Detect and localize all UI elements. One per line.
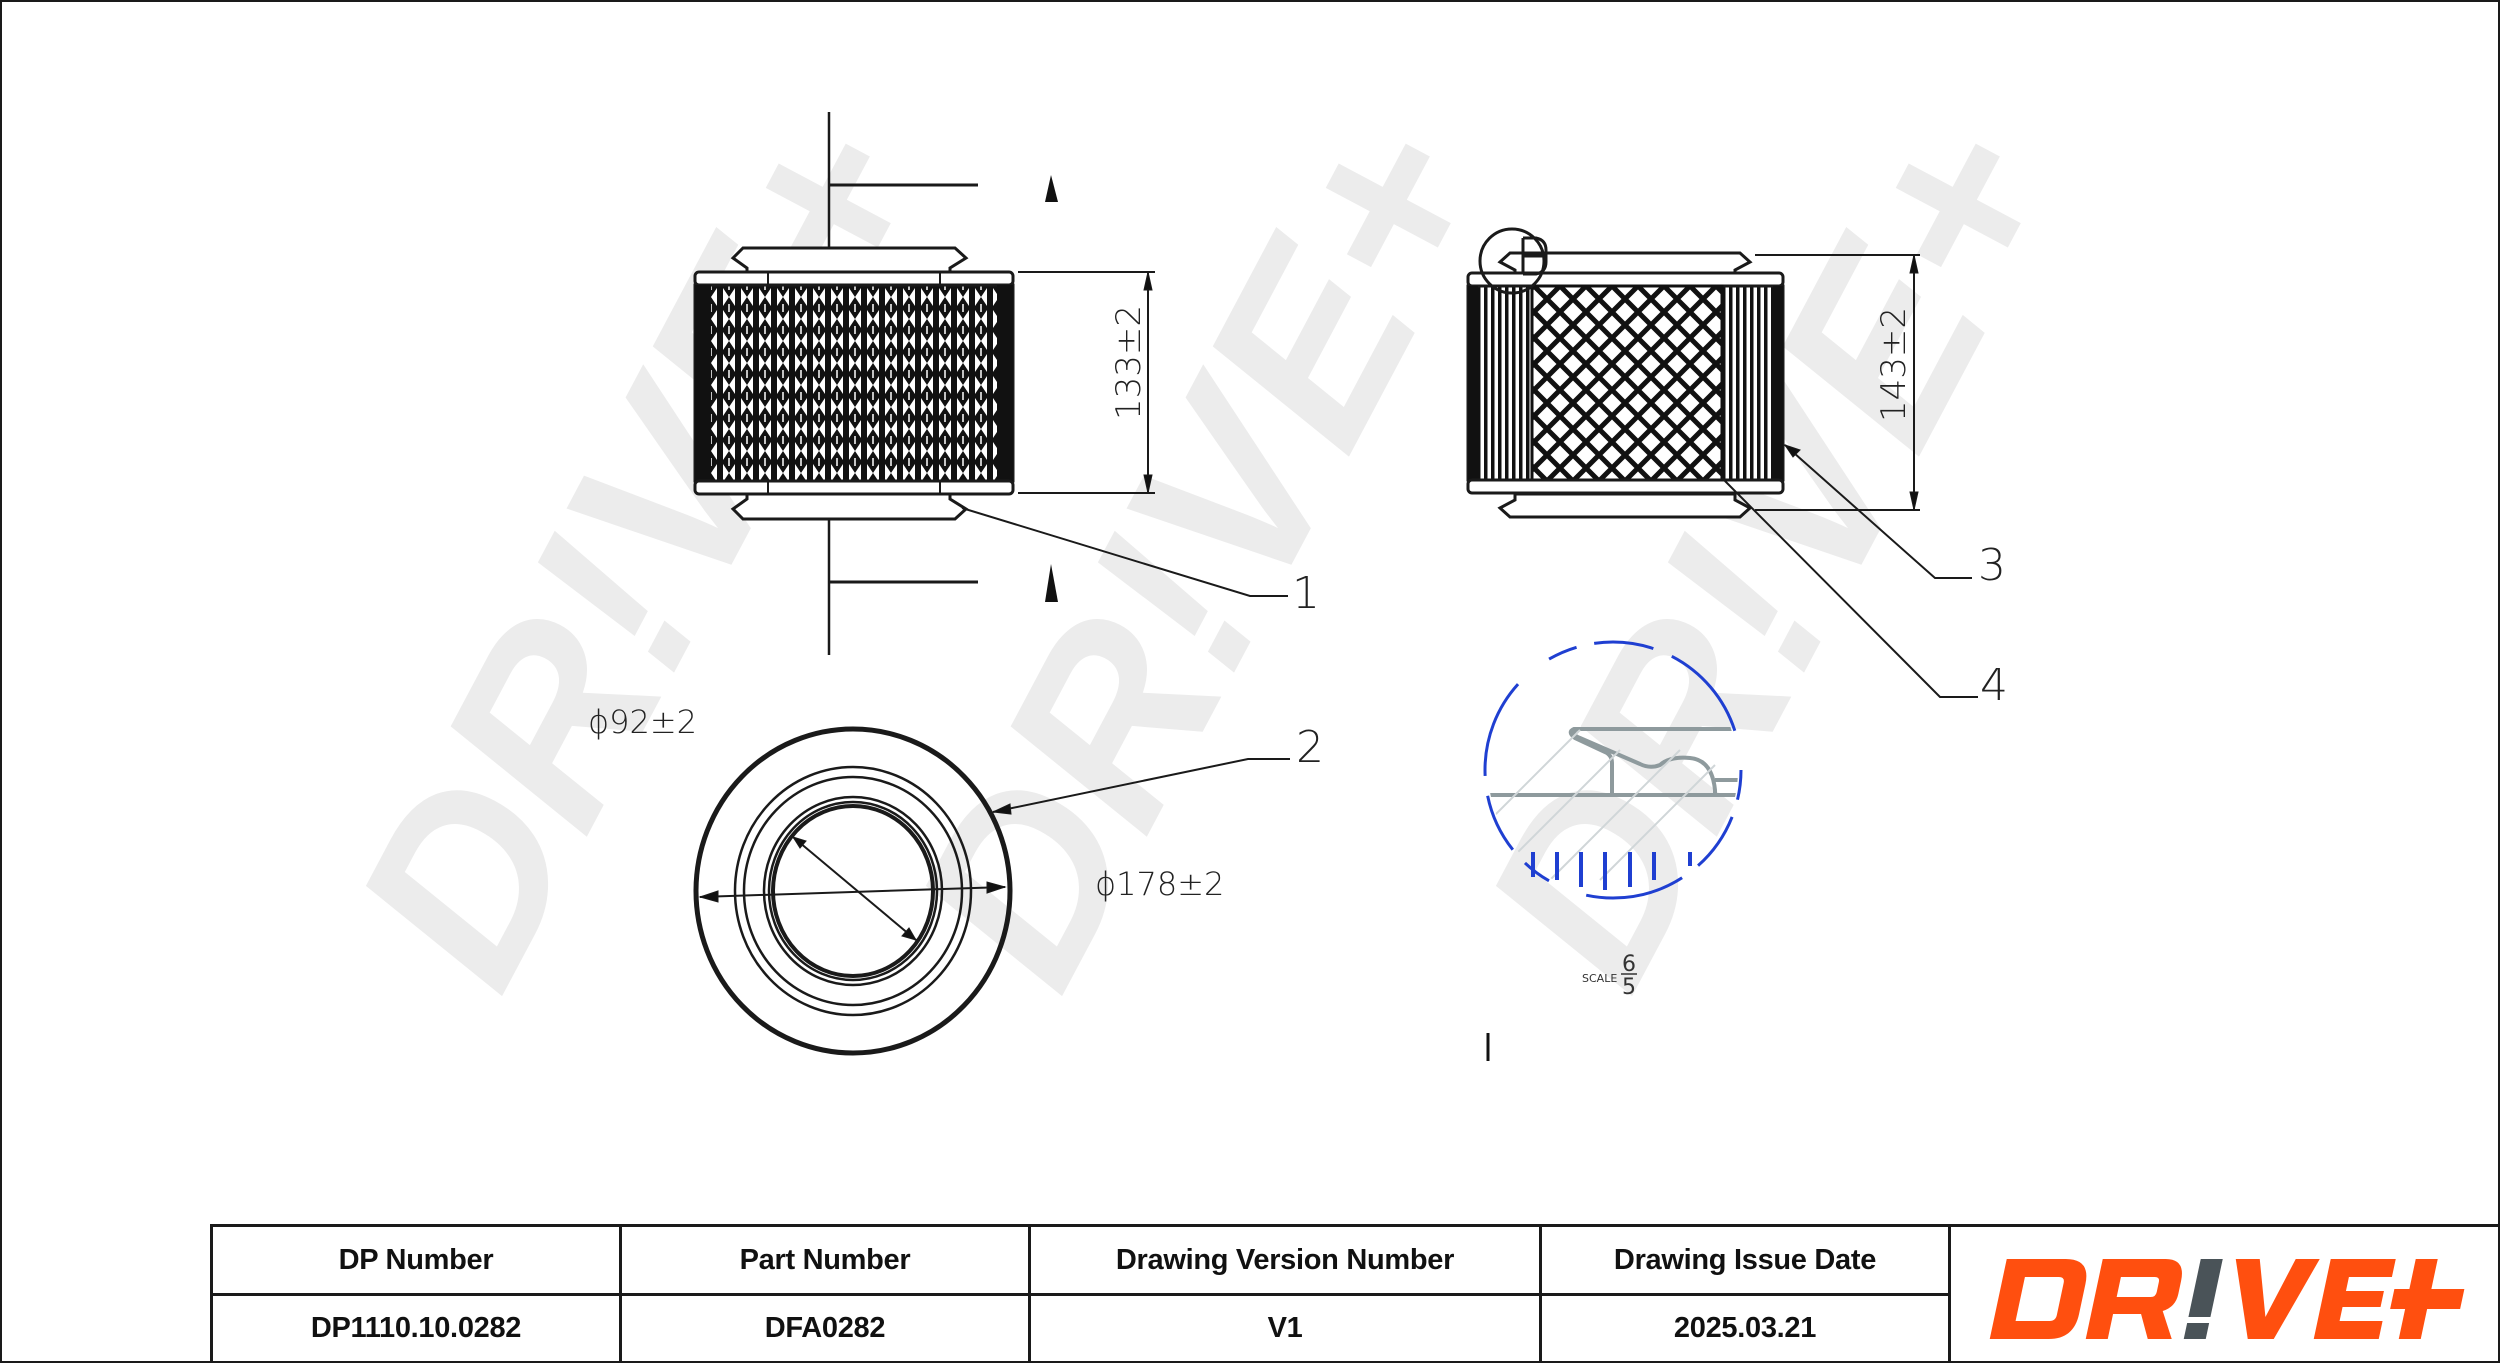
dimension-inner-diameter: ϕ92±2 [588, 703, 697, 741]
part-number-value: DFA0282 [764, 1312, 886, 1344]
callout-3: 3 [1978, 540, 2006, 591]
title-block-col-dp-number: DP Number DP1110.10.0282 [213, 1227, 622, 1361]
drawing-version-value: V1 [1267, 1312, 1303, 1344]
detail-b-view [1483, 640, 1743, 900]
drawing-issue-date-value: 2025.03.21 [1673, 1312, 1817, 1344]
callout-1: 1 [1292, 568, 1320, 619]
inner-bore [771, 804, 935, 978]
outer-ring [693, 726, 1013, 1056]
part-number-header: Part Number [622, 1227, 1028, 1296]
bottom-end-cap [693, 479, 1015, 496]
scale-numerator: 6 [1622, 952, 1636, 977]
top-end-cap [693, 270, 1015, 287]
drawing-version-header: Drawing Version Number [1031, 1227, 1539, 1296]
section-arrow-top-icon [1045, 175, 1058, 202]
left-elevation-view [693, 112, 1288, 655]
section-arrow-bottom-icon [1045, 564, 1058, 602]
title-block-col-version: Drawing Version Number V1 [1031, 1227, 1542, 1361]
callout-leader-3 [1784, 444, 1972, 579]
top-end-cap [1466, 271, 1785, 288]
drawing-issue-date-header: Drawing Issue Date [1542, 1227, 1948, 1296]
outer-diameter-line [699, 886, 1006, 898]
dp-number-value: DP1110.10.0282 [310, 1312, 522, 1344]
dimension-height-right: 143±2 [1874, 307, 1914, 422]
callout-leader-4 [1721, 477, 1978, 698]
right-elevation-view [1466, 227, 1978, 698]
scale-denominator: 5 [1622, 975, 1636, 1000]
dimension-outer-diameter: ϕ178±2 [1095, 865, 1224, 903]
detail-boundary-circle [1483, 640, 1743, 900]
dp-number-header: DP Number [213, 1227, 619, 1296]
title-block-col-part-number: Part Number DFA0282 [622, 1227, 1031, 1361]
plan-view [693, 726, 1290, 1056]
inner-diameter-line [792, 836, 917, 941]
detail-hatching [1531, 852, 1692, 890]
callout-leader-1 [961, 507, 1288, 597]
outer-mesh-sleeve [1530, 284, 1724, 482]
title-block: DP Number DP1110.10.0282 Part Number DFA… [210, 1224, 2498, 1361]
callout-4: 4 [1980, 660, 2008, 711]
title-block-col-issue-date: Drawing Issue Date 2025.03.21 [1542, 1227, 1951, 1361]
dimension-height-left: 133±2 [1109, 305, 1149, 420]
bottom-flange [730, 492, 969, 521]
callout-leader-2 [992, 758, 1290, 813]
scale-label: SCALE [1582, 972, 1617, 985]
callout-2: 2 [1296, 722, 1324, 773]
top-flange [730, 246, 969, 275]
filter-media-mesh [693, 283, 1015, 483]
detail-b-circle [1478, 227, 1546, 295]
brand-logo [1951, 1227, 2498, 1361]
bottom-flange [1497, 492, 1753, 519]
drive-plus-logo-icon [1989, 1259, 2464, 1339]
